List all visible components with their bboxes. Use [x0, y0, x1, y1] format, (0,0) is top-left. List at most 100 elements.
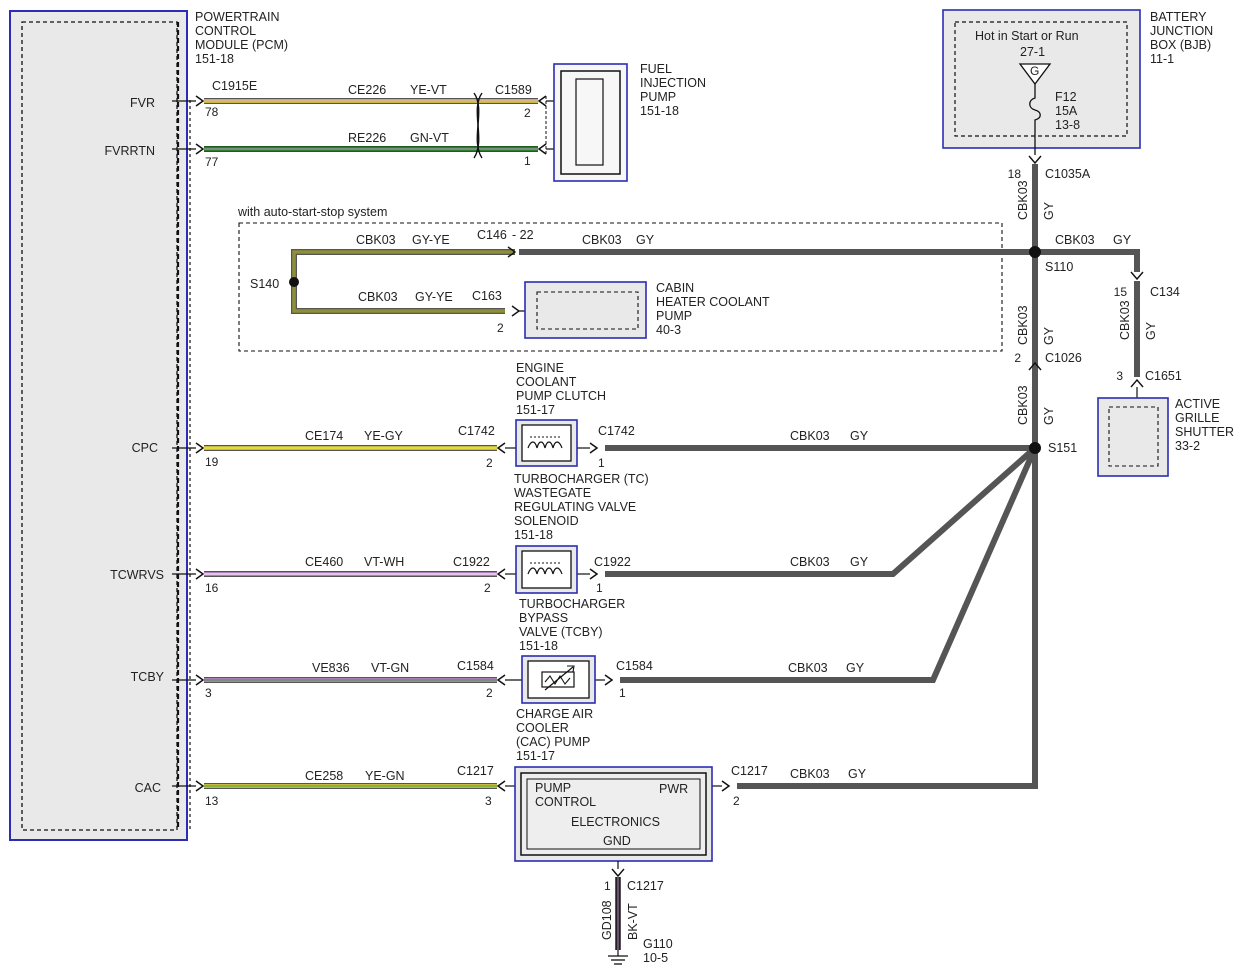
- pump-control-line3: ELECTRONICS: [571, 815, 660, 829]
- tcwrvs-dest-pin: 2: [484, 581, 491, 595]
- pcm-ref: 151-18: [195, 52, 234, 66]
- cac-dest-pin: 3: [485, 794, 492, 808]
- wire-tcwrvs: [172, 568, 599, 580]
- mid-feed-circuit: CBK03: [1016, 305, 1030, 345]
- mid-feed-color: GY: [1042, 326, 1056, 345]
- fuel-pump-title-3: PUMP: [640, 90, 676, 104]
- cpc-color: YE-GY: [364, 429, 404, 443]
- bjb-fuse-rating: 15A: [1055, 104, 1078, 118]
- fuel-injection-pump: [553, 63, 628, 182]
- c1651-connector: C1651: [1145, 369, 1182, 383]
- tcwrvs-color: VT-WH: [364, 555, 404, 569]
- pcm-title-3: MODULE (PCM): [195, 38, 288, 52]
- clutch-title-2: COOLANT: [516, 375, 577, 389]
- bjb-fuse-ref: 13-8: [1055, 118, 1080, 132]
- cpc-out-pin: 1: [598, 456, 605, 470]
- tcby-out-pin: 1: [619, 686, 626, 700]
- c1026-connector: C1026: [1045, 351, 1082, 365]
- ass-connector: C146: [477, 228, 507, 242]
- tcwrvs-out-connector: C1922: [594, 555, 631, 569]
- bjb-fuse-name: F12: [1055, 90, 1077, 104]
- fvrrtn-color: GN-VT: [410, 131, 449, 145]
- feed-color: GY: [1042, 201, 1056, 220]
- splice-s140: S140: [250, 277, 279, 291]
- cac-out-circuit: CBK03: [790, 767, 830, 781]
- cabin-heater-coolant-pump: [524, 281, 647, 339]
- pcm-pin-tcby: TCBY: [131, 670, 165, 684]
- ground-color: BK-VT: [626, 903, 640, 940]
- feed-circuit: CBK03: [1016, 180, 1030, 220]
- ass-upper-color: GY-YE: [412, 233, 450, 247]
- fuel-pump-title-2: INJECTION: [640, 76, 706, 90]
- tcby-color: VT-GN: [371, 661, 409, 675]
- splice-s151: S151: [1048, 441, 1077, 455]
- fvr-pcm-pin: 78: [205, 105, 219, 119]
- tcwrvs-out-pin: 1: [596, 581, 603, 595]
- ground-wire: [611, 861, 625, 950]
- cpc-dest-pin: 2: [486, 456, 493, 470]
- pump-control-gnd: GND: [603, 834, 631, 848]
- bypass-title-2: BYPASS: [519, 611, 568, 625]
- fvr-color: YE-VT: [410, 83, 447, 97]
- ground-circuit: GD108: [600, 900, 614, 940]
- bjb-title-2: JUNCTION: [1150, 24, 1213, 38]
- ground-name: G110: [643, 937, 673, 951]
- cabin-pump-title-2: HEATER COOLANT: [656, 295, 770, 309]
- cac-pump-ref: 151-17: [516, 749, 555, 763]
- wastegate-title-1: TURBOCHARGER (TC): [514, 472, 649, 486]
- cabin-pump-connector: C163: [472, 289, 502, 303]
- fvrrtn-pcm-pin: 77: [205, 155, 219, 169]
- tcby-pcm-pin: 3: [205, 686, 212, 700]
- cac-color: YE-GN: [365, 769, 405, 783]
- cabin-pump-title-3: PUMP: [656, 309, 692, 323]
- wire-tcby: [172, 674, 614, 686]
- grille-title-1: ACTIVE: [1175, 397, 1220, 411]
- power-feed-wire: [1028, 155, 1042, 448]
- wastegate-title-3: REGULATING VALVE: [514, 500, 636, 514]
- tcwrvs-out-circuit: CBK03: [790, 555, 830, 569]
- ass-right-circuit: CBK03: [582, 233, 622, 247]
- grille-title-2: GRILLE: [1175, 411, 1219, 425]
- ground-pin: 1: [604, 879, 611, 893]
- grille-branch-color: GY: [1113, 233, 1132, 247]
- fvr-circuit: CE226: [348, 83, 386, 97]
- tcby-out-color: GY: [846, 661, 865, 675]
- grille-branch-wire: [1130, 252, 1144, 405]
- wastegate-title-4: SOLENOID: [514, 514, 579, 528]
- lower-feed-circuit: CBK03: [1016, 385, 1030, 425]
- ground-connector: C1217: [627, 879, 664, 893]
- tcwrvs-out-color: GY: [850, 555, 869, 569]
- grille-vertical-color: GY: [1144, 321, 1158, 340]
- tcwrvs-circuit: CE460: [305, 555, 343, 569]
- cac-out-color: GY: [848, 767, 867, 781]
- clutch-ref: 151-17: [516, 403, 555, 417]
- splice-s110: S110: [1045, 260, 1073, 274]
- active-grille-shutter: [1097, 397, 1169, 477]
- cabin-pump-pin: 2: [497, 321, 504, 335]
- cpc-circuit: CE174: [305, 429, 343, 443]
- bypass-title-1: TURBOCHARGER: [519, 597, 625, 611]
- pump-control-pwr: PWR: [659, 782, 688, 796]
- ass-lower-circuit: CBK03: [358, 290, 398, 304]
- wastegate-title-2: WASTEGATE: [514, 486, 591, 500]
- cac-pump-title-3: (CAC) PUMP: [516, 735, 590, 749]
- pcm-pin-fvr: FVR: [130, 96, 155, 110]
- auto-start-stop-wires: [289, 246, 1140, 317]
- pcm-module: [9, 10, 188, 841]
- pcm-pin-fvrrtn: FVRRTN: [105, 144, 155, 158]
- tcby-circuit: VE836: [312, 661, 350, 675]
- bjb-g-symbol: G: [1030, 64, 1039, 78]
- cabin-pump-ref: 40-3: [656, 323, 681, 337]
- bypass-valve: [521, 655, 596, 704]
- cac-pump-title-2: COOLER: [516, 721, 569, 735]
- cbk03-return-wires: [605, 442, 1041, 789]
- ass-right-color: GY: [636, 233, 655, 247]
- ground-icon: [608, 950, 628, 965]
- fuel-pump-ref: 151-18: [640, 104, 679, 118]
- grille-ref: 33-2: [1175, 439, 1200, 453]
- c1026-pin: 2: [1014, 351, 1021, 365]
- ass-lower-color: GY-YE: [415, 290, 453, 304]
- bjb-hot-ref: 27-1: [1020, 45, 1045, 59]
- pump-control-line1: PUMP: [535, 781, 571, 795]
